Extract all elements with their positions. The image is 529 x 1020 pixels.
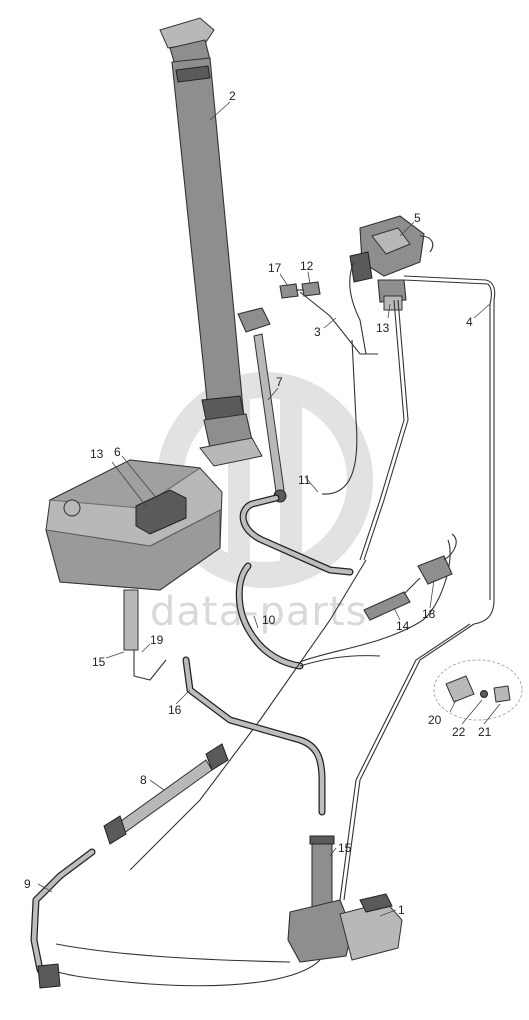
fuel-lines — [30, 261, 496, 989]
callout-17: 17 — [268, 261, 282, 275]
callout-21: 21 — [478, 725, 492, 739]
part-6-fuel-tank — [45, 459, 223, 651]
callout-4: 4 — [466, 315, 473, 329]
callout-labels: 2 5 17 12 3 13 4 7 13 6 11 10 14 18 19 1… — [24, 89, 492, 917]
callout-11: 11 — [298, 473, 311, 487]
callout-leaders — [37, 101, 501, 917]
callout-6: 6 — [114, 445, 121, 459]
callout-5: 5 — [414, 211, 421, 225]
callout-7: 7 — [276, 375, 283, 389]
parts-20-22-21-fittings — [433, 659, 523, 721]
callout-8: 8 — [140, 773, 147, 787]
parts-17-12-fittings — [279, 281, 321, 299]
callout-20: 20 — [428, 713, 442, 727]
part-1-electric-pump — [287, 835, 403, 963]
watermark-text: data-parts — [150, 589, 367, 635]
callout-13-tank: 13 — [90, 447, 104, 461]
callout-18: 18 — [422, 607, 436, 621]
callout-19: 19 — [150, 633, 164, 647]
callout-9: 9 — [24, 877, 31, 891]
callout-22: 22 — [452, 725, 466, 739]
part-2-column — [159, 17, 263, 467]
part-5-pump-unit — [349, 215, 434, 311]
callout-2: 2 — [229, 89, 236, 103]
part-7-rod — [237, 307, 287, 503]
callout-1: 1 — [398, 903, 405, 917]
callout-12: 12 — [300, 259, 314, 273]
callout-15-pump: 15 — [338, 841, 352, 855]
callout-14: 14 — [396, 619, 410, 633]
callout-10: 10 — [262, 613, 276, 627]
callout-16: 16 — [168, 703, 182, 717]
callout-3: 3 — [314, 325, 321, 339]
callout-13: 13 — [376, 321, 390, 335]
callout-15-tank: 15 — [92, 655, 106, 669]
